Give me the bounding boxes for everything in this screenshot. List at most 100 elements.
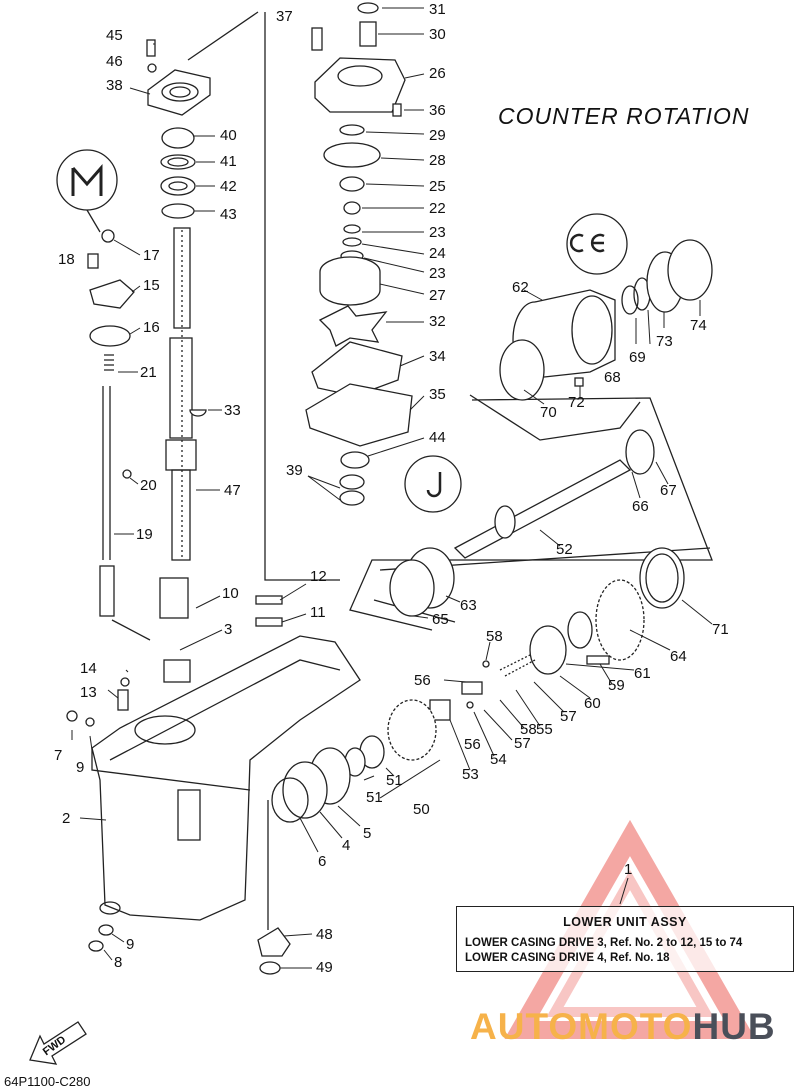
callout: 48	[316, 926, 333, 943]
watermark-part-1: AUTOMOTO	[470, 1006, 693, 1047]
callout: 45	[106, 27, 123, 44]
callout: 27	[429, 287, 446, 304]
assembly-ref-number: 1	[624, 861, 633, 878]
callout: 29	[429, 127, 446, 144]
callout: 66	[632, 498, 649, 515]
callout: 4	[342, 837, 351, 854]
fwd-arrow-icon	[29, 1021, 87, 1065]
callout: 60	[584, 695, 601, 712]
callout: 5	[363, 825, 372, 842]
callout: 10	[222, 585, 239, 602]
shift-rod	[99, 386, 115, 617]
callout: 69	[629, 349, 646, 366]
callout: 36	[429, 102, 446, 119]
propeller-shaft-housing	[499, 239, 713, 401]
callout: 35	[429, 386, 446, 403]
callout: 63	[460, 597, 477, 614]
callout: 9	[76, 759, 85, 776]
callout: 44	[429, 429, 446, 446]
callout: 71	[712, 621, 729, 638]
callout: 24	[429, 245, 446, 262]
diagram-code: 64P1100-C280	[4, 1074, 91, 1089]
callout: 43	[220, 206, 237, 223]
callout: 47	[224, 482, 241, 499]
callout: 19	[136, 526, 153, 543]
callout: 39	[286, 462, 303, 479]
watermark-part-2: HUB	[692, 1006, 776, 1047]
callout: 51	[386, 772, 403, 789]
callout: 61	[634, 665, 651, 682]
assembly-info-box: LOWER UNIT ASSY LOWER CASING DRIVE 3, Re…	[456, 906, 794, 972]
callout: 57	[514, 735, 531, 752]
callout: 42	[220, 178, 237, 195]
callout: 53	[462, 766, 479, 783]
callout: 11	[310, 604, 326, 621]
callout: 15	[143, 277, 160, 294]
callout: 20	[140, 477, 157, 494]
callout: 67	[660, 482, 677, 499]
callout: 28	[429, 152, 446, 169]
callout: 55	[536, 721, 553, 738]
propeller-shaft	[453, 429, 655, 559]
diagram-title: COUNTER ROTATION	[498, 103, 750, 129]
callout: 12	[310, 568, 327, 585]
callout: 6	[318, 853, 327, 870]
callout: 50	[413, 801, 430, 818]
callout: 22	[429, 200, 446, 217]
callout: 57	[560, 708, 577, 725]
bearing-housing	[147, 69, 211, 116]
callout: 2	[62, 810, 71, 827]
callout: 72	[568, 394, 585, 411]
callout: 73	[656, 333, 673, 350]
callout: 14	[80, 660, 97, 677]
water-pump-stack	[305, 2, 413, 506]
leader-lines	[71, 7, 713, 969]
detail-m-icon	[56, 149, 118, 211]
callout: 40	[220, 127, 237, 144]
detail-j-icon	[404, 455, 462, 513]
callout: 21	[140, 364, 157, 381]
callout: 49	[316, 959, 333, 976]
callout: 56	[414, 672, 431, 689]
callout: 23	[429, 224, 446, 241]
callout: 41	[220, 153, 237, 170]
callout: 46	[106, 53, 123, 70]
callout: 34	[429, 348, 446, 365]
callout: 32	[429, 313, 446, 330]
callout: 64	[670, 648, 687, 665]
drive-shaft	[165, 227, 197, 561]
callout: 68	[604, 369, 621, 386]
callout: 13	[80, 684, 97, 701]
callout: 25	[429, 178, 446, 195]
callout: 9	[126, 936, 135, 953]
assembly-line-1: LOWER CASING DRIVE 3, Ref. No. 2 to 12, …	[465, 937, 743, 949]
callout: 37	[276, 8, 293, 25]
callout: 31	[429, 1, 446, 18]
callout: 59	[608, 677, 625, 694]
callout: 54	[490, 751, 507, 768]
callout: 7	[54, 747, 63, 764]
assembly-line-2: LOWER CASING DRIVE 4, Ref. No. 18	[465, 952, 670, 964]
callout: 17	[143, 247, 160, 264]
callout: 38	[106, 77, 123, 94]
callout: 62	[512, 279, 529, 296]
callout: 8	[114, 954, 123, 971]
lower-casing	[91, 577, 361, 921]
callout: 65	[432, 611, 449, 628]
callout: 56	[464, 736, 481, 753]
assembly-boundary-lines	[111, 11, 340, 641]
assembly-heading: LOWER UNIT ASSY	[563, 915, 687, 929]
callout: 18	[58, 251, 75, 268]
callout: 23	[429, 265, 446, 282]
callout: 26	[429, 65, 446, 82]
callout: 74	[690, 317, 707, 334]
callout: 33	[224, 402, 241, 419]
callout: 30	[429, 26, 446, 43]
callout: 58	[486, 628, 503, 645]
callout: 16	[143, 319, 160, 336]
callout: 52	[556, 541, 573, 558]
callout: 51	[366, 789, 383, 806]
callout: 3	[224, 621, 233, 638]
watermark-logo: AUTOMOTOHUB	[470, 1006, 776, 1048]
